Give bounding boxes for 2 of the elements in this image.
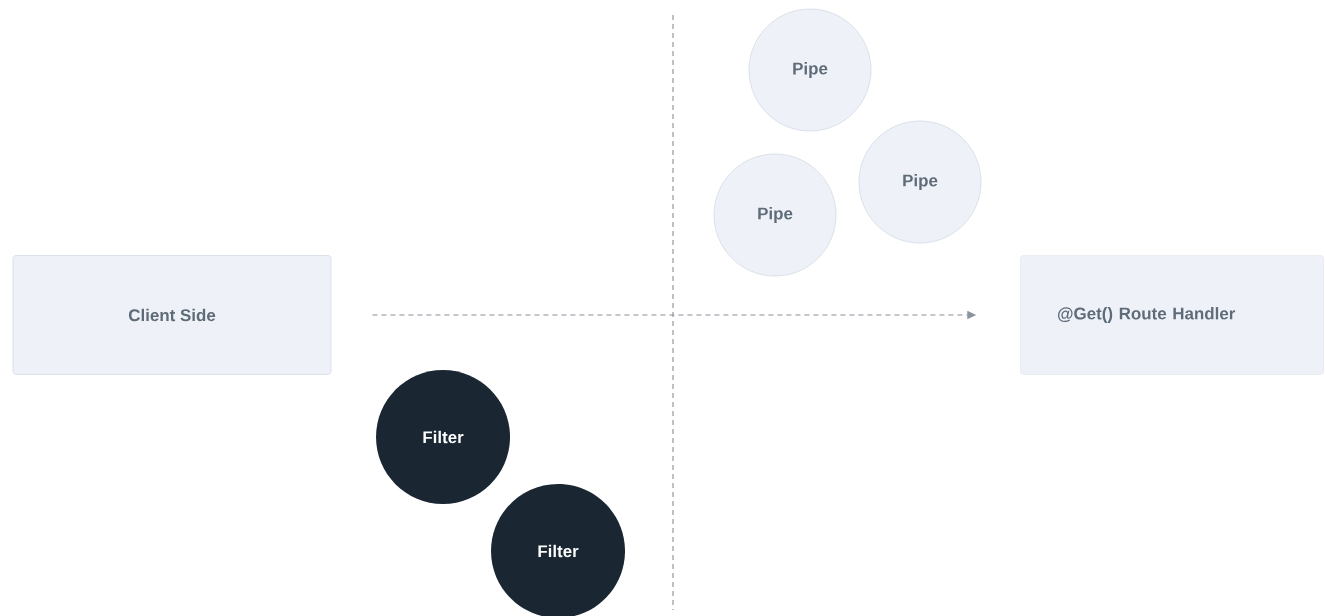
process-box: @Get() Route Handler xyxy=(1020,255,1324,375)
process-box: Client Side xyxy=(12,255,332,375)
